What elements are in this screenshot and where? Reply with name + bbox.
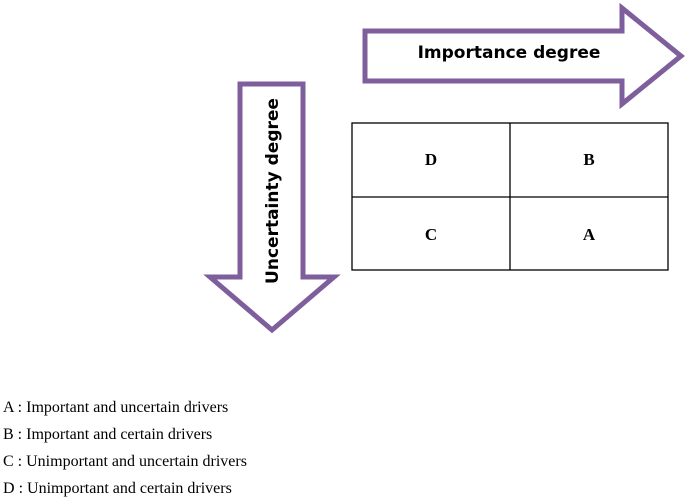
cell-top-right: B [583,150,594,169]
cell-bottom-right: A [583,225,596,244]
legend-text: Important and uncertain drivers [26,399,229,416]
uncertainty-arrow-label: Uncertainty degree [263,98,283,284]
legend-key: A [3,399,14,416]
importance-arrow [362,2,685,110]
diagram: Importance degree Uncertainty degree D B… [203,2,685,334]
legend-text: Unimportant and certain drivers [27,480,232,497]
legend-item-c: C : Unimportant and uncertain drivers [3,453,247,470]
legend: A : Important and uncertain drivers B : … [3,394,247,502]
legend-item-a: A : Important and uncertain drivers [3,399,229,416]
uncertainty-arrow [203,81,341,334]
legend-key: C [3,453,14,470]
legend-text: Important and certain drivers [26,426,213,443]
legend-key: B [3,426,14,443]
legend-item-b: B : Important and certain drivers [3,426,213,443]
legend-item-d: D : Unimportant and certain drivers [3,480,232,497]
legend-text: Unimportant and uncertain drivers [26,453,247,470]
cell-bottom-left: C [425,225,437,244]
importance-arrow-label: Importance degree [418,43,601,63]
legend-key: D [3,480,15,497]
cell-top-left: D [425,150,437,169]
